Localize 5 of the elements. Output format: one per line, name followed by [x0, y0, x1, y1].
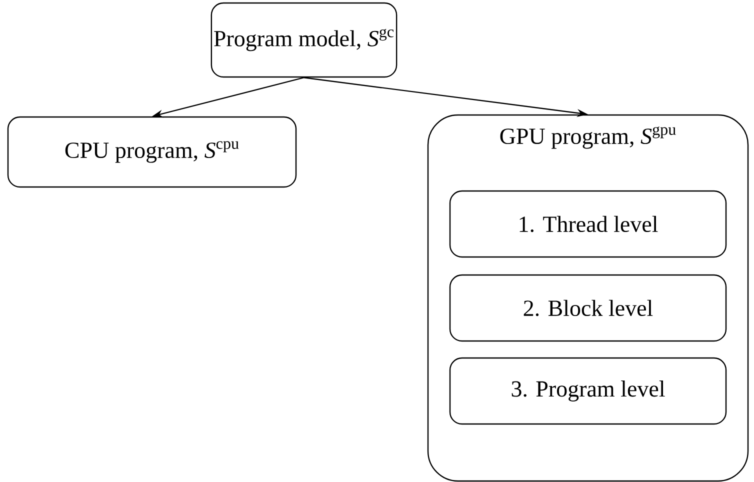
process-box: 3. Program level — [449, 357, 727, 425]
process-box: Program model, S$^{gc}$ — [210, 2, 398, 78]
process-box: CPU program, S$^{cpu}$ — [7, 116, 297, 188]
process-box: 2. Block level — [449, 274, 727, 342]
process-box: 1. Thread level — [449, 190, 727, 258]
